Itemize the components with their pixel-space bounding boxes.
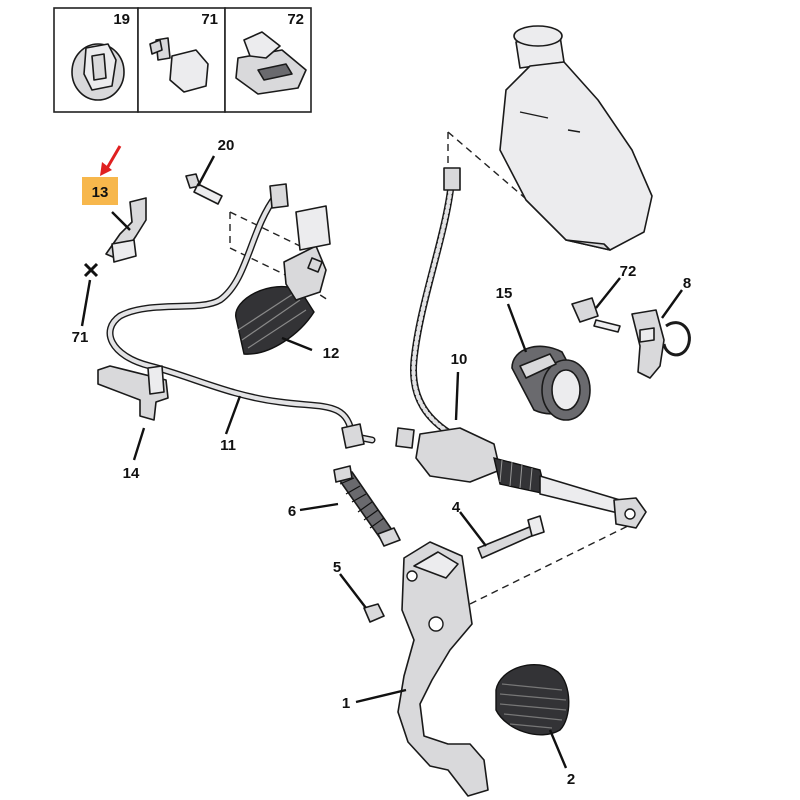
pedal-pad [495, 663, 570, 736]
callout-8: 8 [683, 275, 691, 292]
header-ref-71: 71 [201, 11, 218, 28]
callout-4: 4 [452, 499, 461, 516]
bracket-8 [631, 309, 691, 379]
callout-11: 11 [220, 437, 236, 454]
slave-cylinder [415, 427, 647, 529]
callout-72: 72 [620, 263, 637, 280]
callout-14: 14 [123, 465, 140, 482]
red-arrow-icon [104, 145, 122, 171]
release-bearing [511, 345, 591, 421]
header-ref-19: 19 [113, 11, 130, 28]
clip-72 [571, 297, 621, 333]
highlight-label: 13 [92, 184, 109, 201]
callout-20: 20 [218, 137, 235, 154]
return-spring [333, 465, 401, 547]
callout-labels: 20 12 71 14 11 10 15 72 8 6 4 5 1 2 [72, 137, 692, 788]
highlight-13: 13 [82, 145, 122, 205]
nut-5 [363, 603, 385, 623]
screw-icon [149, 37, 209, 93]
master-cylinder [235, 183, 331, 355]
cross-fastener-icon [83, 262, 99, 278]
fluid-reservoir [499, 25, 653, 251]
bolt-20 [185, 173, 223, 205]
highlight-box [82, 177, 118, 205]
header-table: 19 71 72 [53, 7, 312, 113]
clamp-pad-icon [235, 31, 307, 95]
clip-icon [71, 43, 125, 101]
clutch-hose [409, 167, 461, 436]
callout-71: 71 [72, 329, 89, 346]
callout-6: 6 [288, 503, 296, 520]
callout-12: 12 [323, 345, 340, 362]
callout-2: 2 [567, 771, 575, 788]
header-ref-72: 72 [287, 11, 304, 28]
callout-1: 1 [342, 695, 350, 712]
bracket-13 [105, 197, 147, 263]
clutch-pedal [397, 541, 489, 797]
red-arrow-head-icon [100, 162, 112, 176]
leader-lines [80, 155, 683, 769]
callout-10: 10 [451, 351, 468, 368]
bracket-14 [97, 365, 169, 421]
callout-15: 15 [496, 285, 513, 302]
bolt-4 [477, 515, 545, 559]
callout-5: 5 [333, 559, 341, 576]
clutch-pipe [106, 192, 415, 449]
